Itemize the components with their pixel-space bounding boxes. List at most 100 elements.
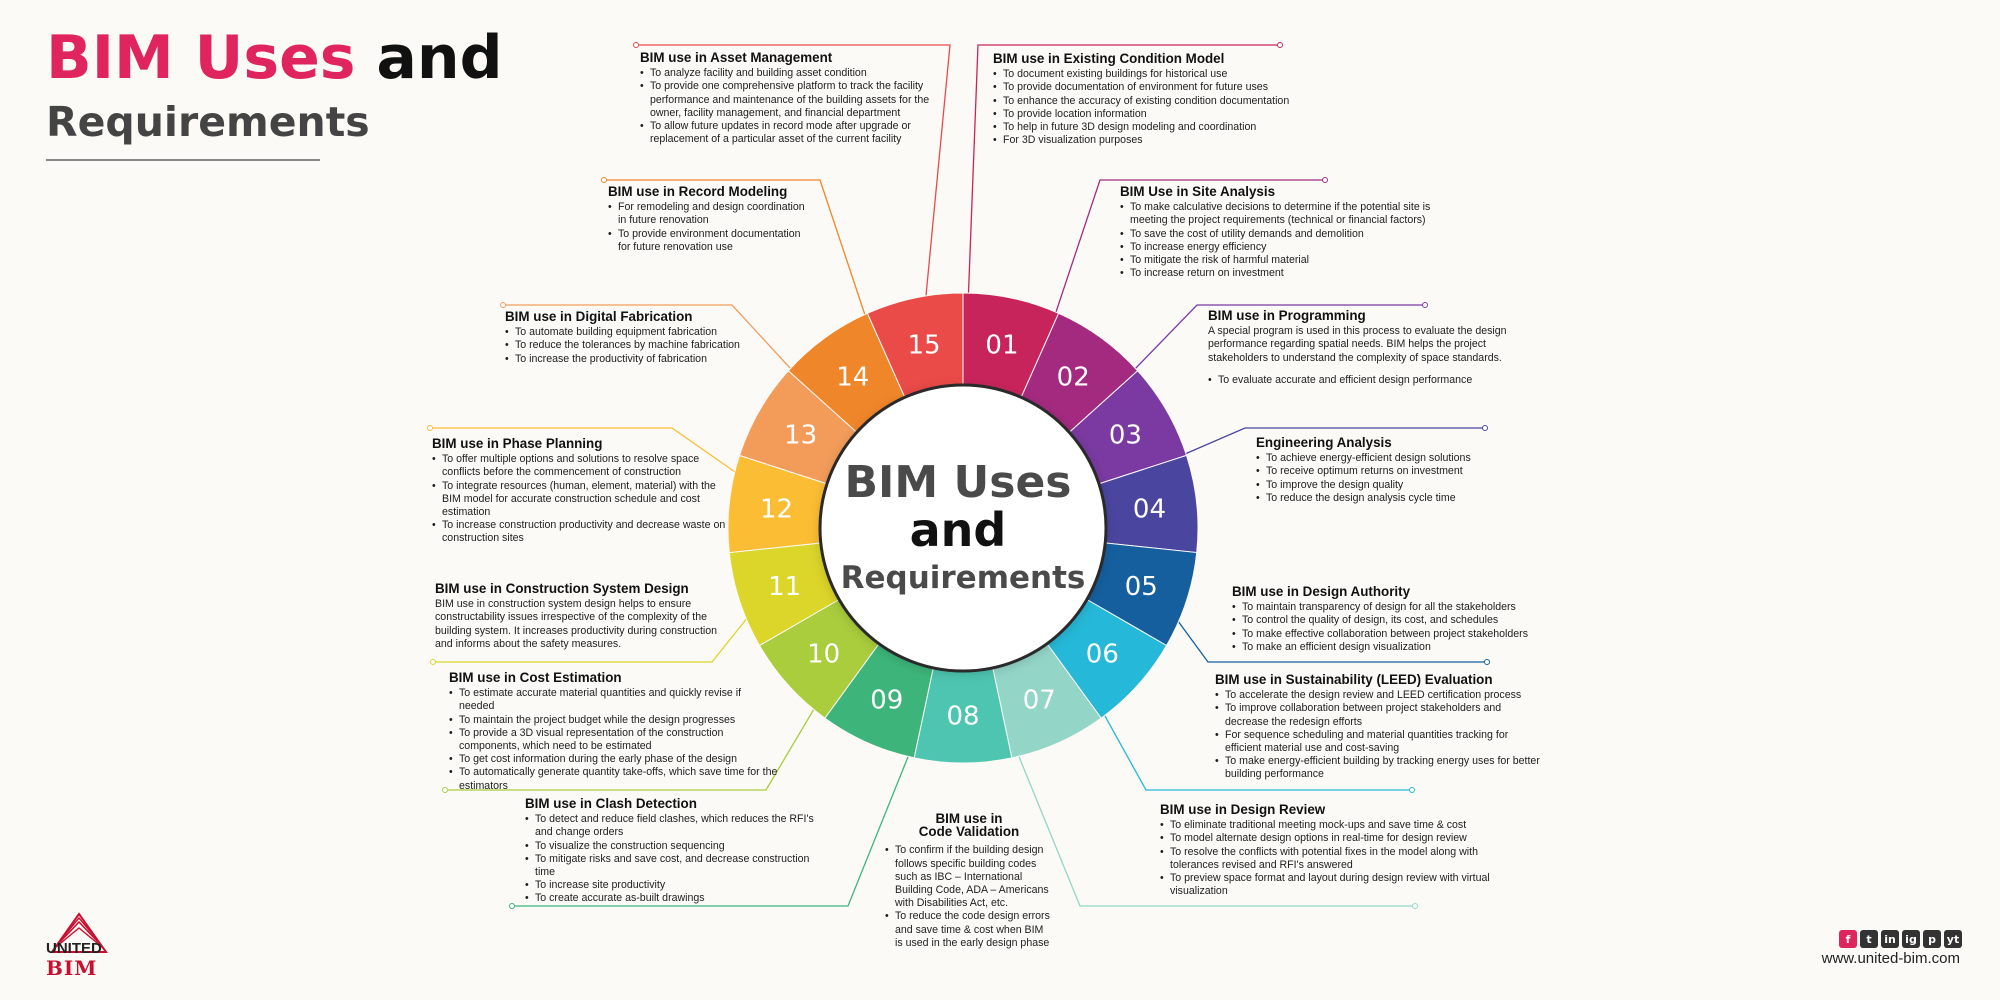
segment-number-06: 06 [1086,639,1119,669]
block-engineering-analysis: Engineering Analysis To achieve energy-e… [1256,435,1506,506]
block-title: BIM use in Design Authority [1232,584,1411,599]
connector-dot-05 [1484,659,1490,665]
block-title: Engineering Analysis [1256,435,1392,450]
block-record-modeling: BIM use in Record Modeling For remodelin… [608,185,813,254]
segment-number-05: 05 [1125,572,1158,602]
block-title: BIM use in Cost Estimation [449,670,622,685]
connector-01 [967,44,1280,307]
list-item: To make an efficient design visualizatio… [1232,641,1532,654]
center-disc [820,385,1106,671]
list-item: To maintain transparency of design for a… [1232,601,1532,614]
connector-dot-09 [509,903,515,909]
title-requirements: Requirements [46,98,370,146]
connector-dot-13 [500,302,506,308]
list-item: To improve collaboration between project… [1215,702,1545,728]
block-clash-detection: BIM use in Clash Detection To detect and… [525,797,825,906]
center-ring-outline [818,383,1108,673]
list-item: To increase construction productivity an… [432,519,732,545]
twitter-icon[interactable]: t [1860,930,1878,948]
block-existing-condition: BIM use in Existing Condition Model To d… [993,51,1293,148]
list-item: To increase return on investment [1120,267,1440,280]
block-title: BIM use in Digital Fabrication [505,309,693,324]
segment-number-11: 11 [768,572,801,602]
block-title: BIM use in Asset Management [640,50,833,65]
block-programming: BIM use in Programming A special program… [1208,309,1508,388]
list-item: To get cost information during the early… [449,753,779,766]
segment-number-12: 12 [760,494,793,524]
block-sustainability-evaluation: BIM use in Sustainability (LEED) Evaluat… [1215,673,1545,782]
title-and: and [355,23,503,93]
block-title: BIM use in Sustainability (LEED) Evaluat… [1215,672,1493,687]
block-site-analysis: BIM Use in Site Analysis To make calcula… [1120,184,1440,281]
segment-number-03: 03 [1109,420,1142,450]
segment-number-10: 10 [807,639,840,669]
connector-dot-07 [1412,903,1418,909]
list-item: To increase energy efficiency [1120,241,1440,254]
list-item: To provide location information [993,108,1293,121]
youtube-icon[interactable]: yt [1944,930,1962,948]
list-item: To create accurate as-built drawings [525,892,825,905]
block-title: BIM use in Existing Condition Model [993,51,1225,66]
connector-09 [512,741,915,907]
block-description: A special program is used in this proces… [1208,325,1507,364]
title-underline [46,159,320,161]
title-bim-uses: BIM Uses [46,23,356,93]
connector-dot-15 [633,42,639,48]
list-item: To provide environment documentation for… [608,228,813,254]
connector-lines [427,42,1490,909]
center-title-line1: BIM Uses [845,457,1072,508]
connector-dot-14 [601,177,607,183]
list-item: To provide documentation of environment … [993,81,1293,94]
center-title-line3: Requirements [841,560,1086,596]
connector-02 [1049,179,1325,331]
list-item: To analyze facility and building asset c… [640,67,940,80]
list-item: To reduce the design analysis cycle time [1256,492,1506,505]
list-item: To mitigate the risk of harmful material [1120,254,1440,267]
list-item: To provide one comprehensive platform to… [640,80,940,120]
connector-dot-04 [1482,425,1488,431]
pinterest-icon[interactable]: p [1923,930,1941,948]
list-item: To offer multiple options and solutions … [432,453,732,479]
list-item: To maintain the project budget while the… [449,714,779,727]
list-item: To detect and reduce field clashes, whic… [525,813,825,839]
list-item: To provide a 3D visual representation of… [449,727,779,753]
list-item: To make effective collaboration between … [1232,628,1532,641]
list-item: To make calculative decisions to determi… [1120,201,1440,227]
list-item: To save the cost of utility demands and … [1120,228,1440,241]
block-title: BIM Use in Site Analysis [1120,184,1276,199]
list-item: To model alternate design options in rea… [1160,832,1490,845]
logo-text-bim: BIM [46,956,98,980]
list-item: To make energy-efficient building by tra… [1215,755,1545,781]
instagram-icon[interactable]: ig [1902,930,1920,948]
connector-dot-10 [442,787,448,793]
block-code-validation: BIM use in Code Validation To confirm if… [885,812,1053,950]
connector-dot-06 [1409,787,1415,793]
block-title: BIM use in Phase Planning [432,436,603,451]
list-item: To mitigate risks and save cost, and dec… [525,853,825,879]
block-asset-management: BIM use in Asset Management To analyze f… [640,51,940,146]
list-item: To help in future 3D design modeling and… [993,121,1293,134]
list-item: To document existing buildings for histo… [993,68,1293,81]
list-item: For remodeling and design coordination i… [608,201,813,227]
logo-text-united: UNITED [46,940,102,957]
list-item: To preview space format and layout durin… [1160,872,1490,898]
center-title-line2: and [910,503,1007,557]
linkedin-icon[interactable]: in [1881,930,1899,948]
list-item: To reduce the tolerances by machine fabr… [505,339,755,352]
facebook-icon[interactable]: f [1839,930,1857,948]
list-item: To control the quality of design, its co… [1232,614,1532,627]
block-title: BIM use in Design Review [1160,802,1326,817]
segment-number-15: 15 [907,331,940,361]
connector-06 [1099,706,1412,791]
website-link[interactable]: www.united-bim.com [1821,950,1960,967]
block-design-review: BIM use in Design Review To eliminate tr… [1160,803,1490,898]
block-title-line1: BIM use in [935,811,1003,826]
list-item: To automatically generate quantity take-… [449,766,779,792]
list-item: To achieve energy-efficient design solut… [1256,452,1506,465]
list-item: To increase site productivity [525,879,825,892]
segment-number-13: 13 [784,420,817,450]
list-item: To accelerate the design review and LEED… [1215,689,1545,702]
list-item: To resolve the conflicts with potential … [1160,846,1490,872]
